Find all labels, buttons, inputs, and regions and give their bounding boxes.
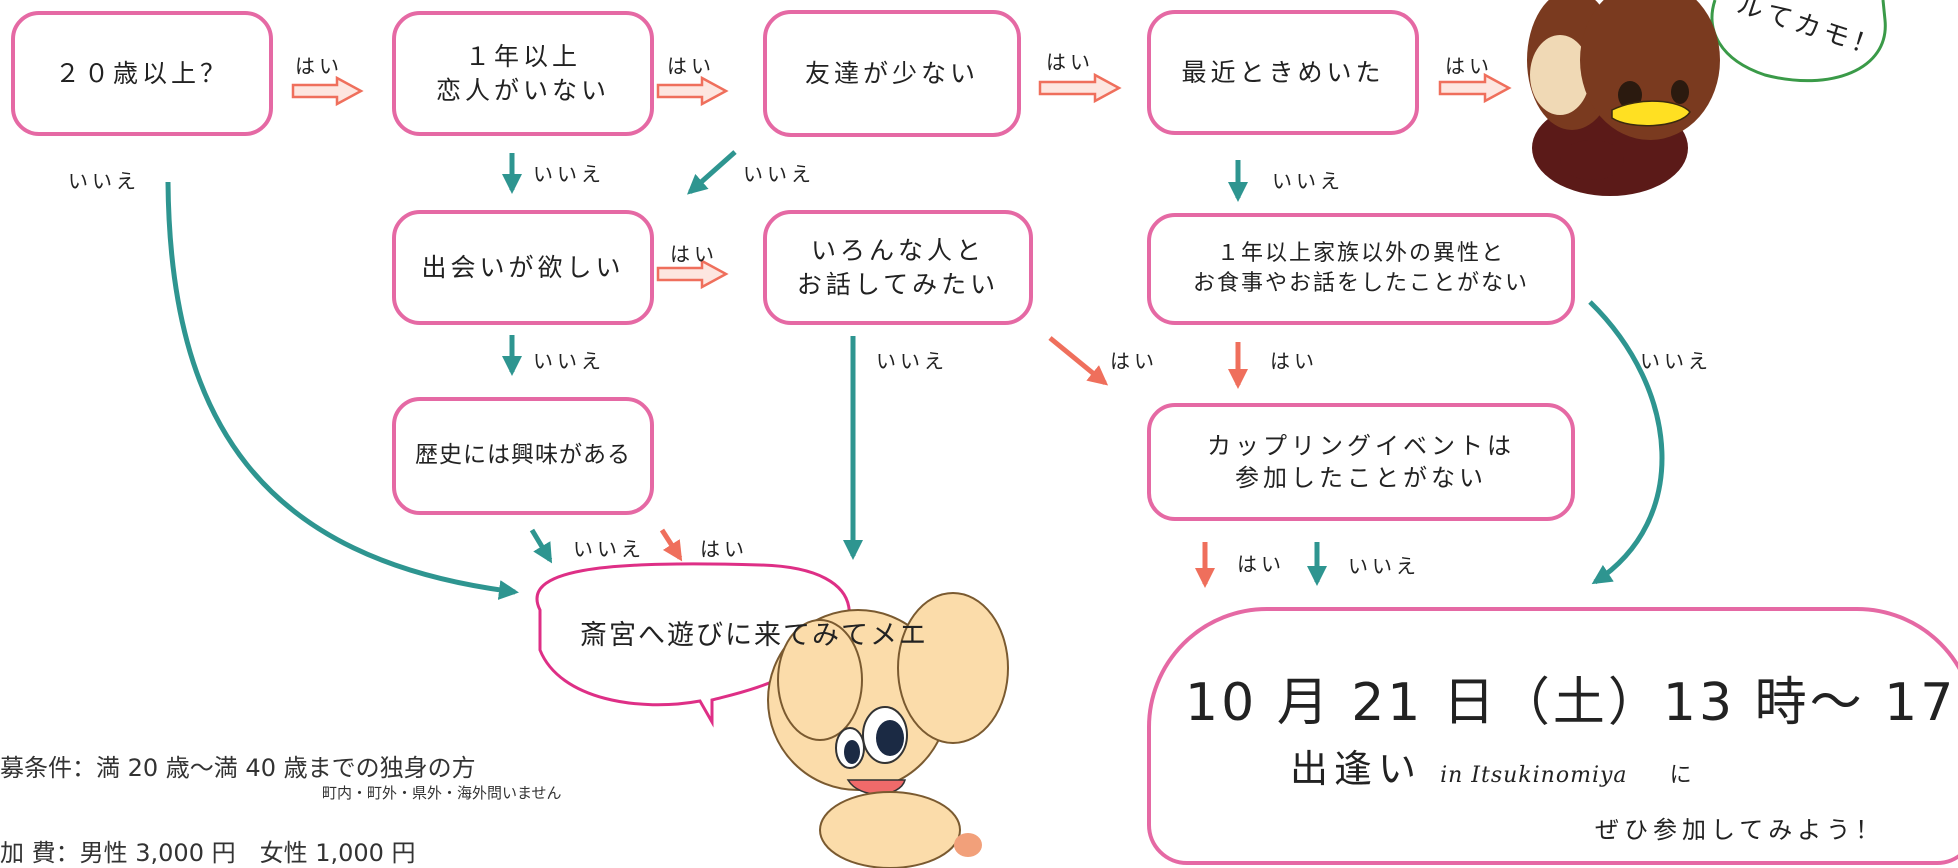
label-yes: はい [295,54,343,78]
node-recent-tokimeki: 最近ときめいた [1147,10,1419,135]
label-no: いいえ [1348,554,1420,578]
node-age20: ２０歳以上？ [11,11,273,136]
yes-arrow-diag [1048,336,1109,386]
label-yes: はい [1110,349,1158,373]
no-arrow-age-curve [165,181,519,600]
label-no: いいえ [533,162,605,186]
no-arrow-7 [1588,300,1665,585]
label-yes: はい [670,242,718,266]
node-no-dinner: １年以上家族以外の異性と お食事やお話をしたことがない [1147,213,1575,325]
node-no-coupling: カップリングイベントは 参加したことがない [1147,403,1575,521]
node-few-friends: 友達が少ない [763,10,1021,137]
label-yes: はい [1046,50,1094,74]
requirement-condition: 募条件：満 20 歳〜満 40 歳までの独身の方 [0,754,476,782]
label-yes: はい [1270,349,1318,373]
event-box [1147,607,1958,865]
label-no: いいえ [743,162,815,186]
label-yes: はい [667,54,715,78]
yes-arrow-v2 [659,528,683,562]
label-no: いいえ [876,349,948,373]
label-no: いいえ [1640,349,1712,373]
shrine-speech-text: 斎宮へ遊びに来てみてメエ [580,620,928,651]
label-yes: はい [1445,54,1493,78]
node-want-meet: 出会いが欲しい [392,210,654,325]
requirement-fee: 加 費：男性 3,000 円 女性 1,000 円 [0,839,416,867]
node-history-interest: 歴史には興味がある [392,397,654,515]
no-arrow-3 [687,150,737,195]
event-ni: に [1669,763,1698,788]
event-invite: ぜひ参加してみよう！ [1595,816,1885,844]
duck-mascot-icon [1527,0,1720,196]
node-talk-people: いろんな人と お話してみたい [763,210,1033,325]
event-in-itsukinomiya: in Itsukinomiya [1440,763,1628,788]
yes-arrow-3 [1038,72,1122,104]
label-no: いいえ [68,169,140,193]
label-no: いいえ [533,349,605,373]
yes-arrow-5 [656,258,729,290]
event-deai-line: 出逢い in Itsukinomiya に [1290,738,1698,793]
requirement-condition-note: 町内・町外・県外・海外問いません [322,784,562,802]
label-yes: はい [1237,552,1285,576]
yes-arrow-1 [291,75,364,107]
no-arrow-8 [529,528,553,564]
event-date: 10 月 21 日（土）13 時〜 17 時 [1185,673,1958,733]
node-no-partner: １年以上 恋人がいない [392,11,654,136]
label-no: いいえ [573,537,645,561]
event-deai: 出逢い [1290,747,1423,791]
label-no: いいえ [1272,169,1344,193]
yes-arrow-2 [656,75,729,107]
elephant-mascot-icon [767,592,1009,868]
yes-arrow-4 [1438,72,1512,104]
label-yes: はい [700,537,748,561]
